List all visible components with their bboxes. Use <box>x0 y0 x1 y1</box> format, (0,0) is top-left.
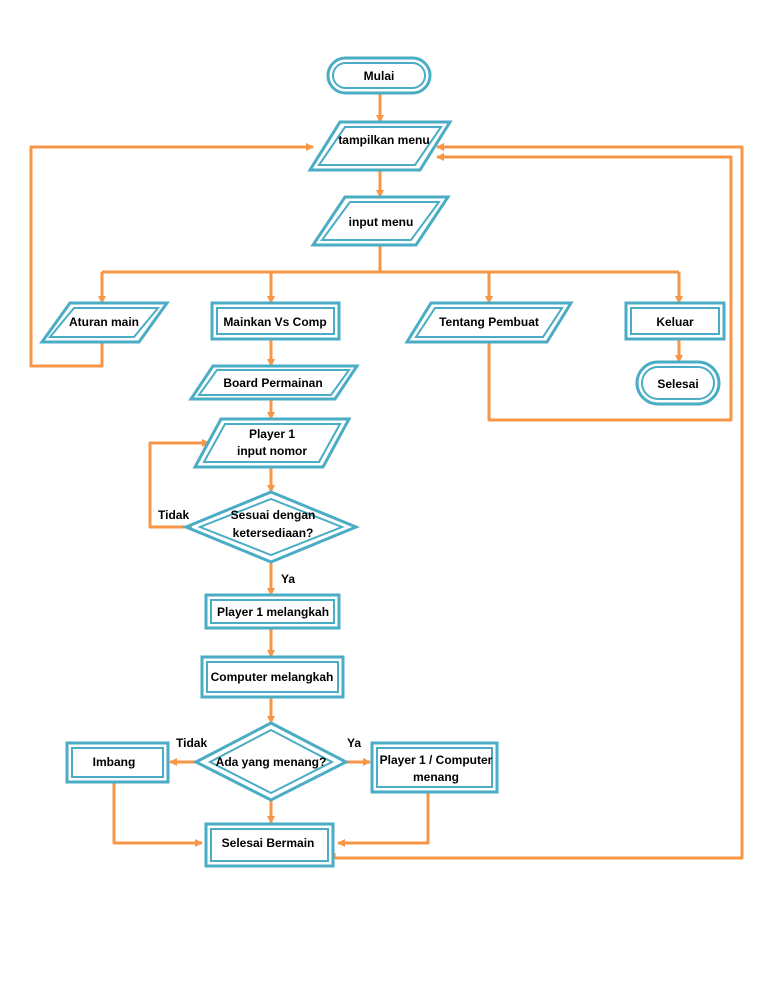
node-selesai: Selesai <box>635 360 721 406</box>
node-keluar-label: Keluar <box>656 315 694 329</box>
node-tampilkan-menu: tampilkan menu <box>307 120 453 172</box>
edge-aturan-loop-back <box>29 143 314 368</box>
edge-menang-to-selesai-bermain <box>337 792 430 847</box>
node-ada-yang-menang-decision: Ada yang menang? <box>192 721 350 802</box>
node-tampilkan-menu-label: tampilkan menu <box>338 133 429 147</box>
edge-label-ya-sesuai: Ya <box>281 572 295 586</box>
node-board-permainan-label: Board Permainan <box>223 376 322 390</box>
node-player-computer-menang: Player 1 / Computer menang <box>370 741 499 794</box>
node-imbang: Imbang <box>65 741 170 784</box>
node-board-permainan: Board Permainan <box>188 364 360 401</box>
node-mainkan-vs-comp: Mainkan Vs Comp <box>210 301 341 341</box>
edge-label-tidak-sesuai: Tidak <box>158 508 189 522</box>
node-aturan-main-label: Aturan main <box>69 315 139 329</box>
edge-imbang-to-selesai-bermain <box>112 782 203 847</box>
node-tentang-pembuat-label: Tentang Pembuat <box>439 315 539 329</box>
node-selesai-bermain: Selesai Bermain <box>204 822 335 868</box>
node-mulai: Mulai <box>326 56 432 95</box>
node-player1-melangkah: Player 1 melangkah <box>204 593 341 630</box>
edge-label-tidak-menang: Tidak <box>176 736 207 750</box>
edge-tentang-loop-back <box>436 153 733 422</box>
node-sesuai-line2: ketersediaan? <box>233 526 314 540</box>
node-selesai-label: Selesai <box>657 377 698 391</box>
node-keluar: Keluar <box>624 301 726 341</box>
node-input-menu: input menu <box>310 195 451 247</box>
node-player1-input: Player 1 input nomor <box>192 417 352 469</box>
node-player1-melangkah-label: Player 1 melangkah <box>217 605 329 619</box>
node-player1-input-line1: Player 1 <box>249 427 295 441</box>
node-computer-melangkah: Computer melangkah <box>200 655 345 699</box>
edge-sesuai-tidak-loop <box>148 439 210 529</box>
node-mulai-label: Mulai <box>364 69 395 83</box>
node-selesai-bermain-label: Selesai Bermain <box>222 836 315 850</box>
node-ada-yang-menang-label: Ada yang menang? <box>216 755 327 769</box>
node-mainkan-vs-comp-label: Mainkan Vs Comp <box>223 315 326 329</box>
node-input-menu-label: input menu <box>349 215 414 229</box>
node-player1-input-line2: input nomor <box>237 444 307 458</box>
node-sesuai-decision: Sesuai dengan ketersediaan? <box>182 490 360 564</box>
node-aturan-main: Aturan main <box>39 301 170 344</box>
node-imbang-label: Imbang <box>93 755 136 769</box>
node-player-computer-menang-line1: Player 1 / Computer <box>380 753 493 767</box>
node-tentang-pembuat: Tentang Pembuat <box>404 301 574 344</box>
node-player-computer-menang-line2: menang <box>413 770 459 784</box>
node-sesuai-line1: Sesuai dengan <box>231 508 316 522</box>
edge-label-ya-menang: Ya <box>347 736 361 750</box>
node-computer-melangkah-label: Computer melangkah <box>211 670 334 684</box>
